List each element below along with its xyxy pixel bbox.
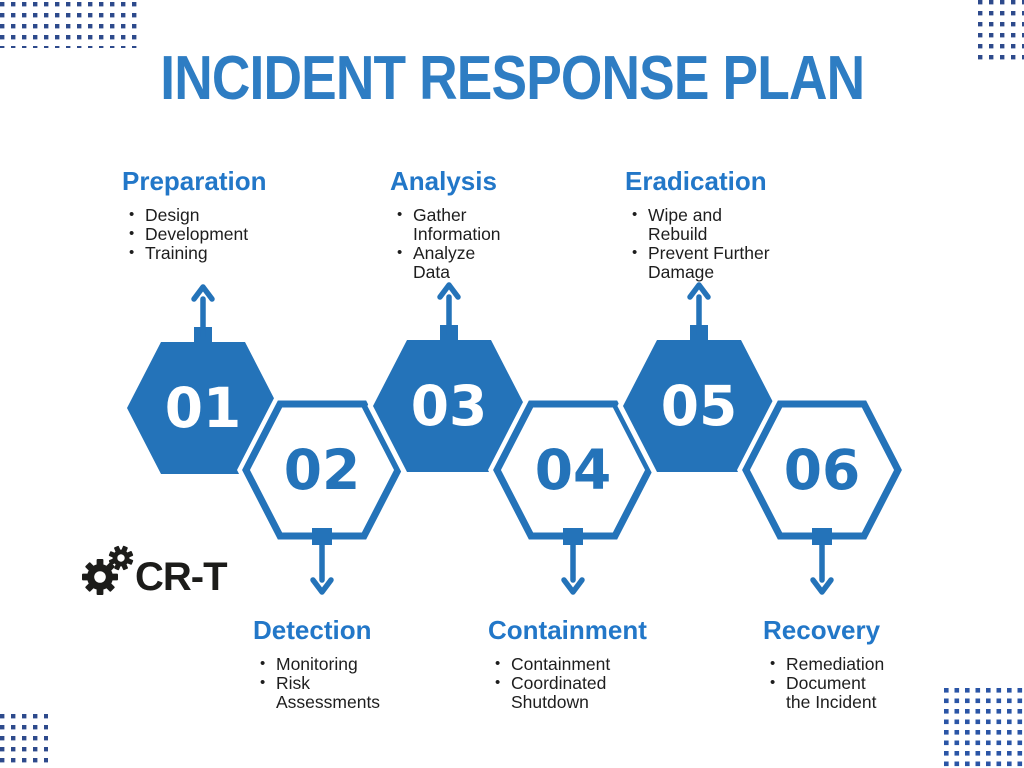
step-number-02: 02 [284, 438, 361, 502]
step-panel-containment: Containment Containment Coordinated Shut… [488, 615, 647, 712]
step-panel-eradication: Eradication Wipe and Rebuild Prevent Fur… [625, 166, 777, 282]
step-items-preparation: Design Development Training [122, 205, 292, 263]
step-heading-recovery: Recovery [763, 615, 881, 645]
up-arrow-icon [437, 282, 461, 341]
step-panel-analysis: Analysis Gather Information Analyze Data [390, 166, 512, 282]
step-heading-preparation: Preparation [122, 166, 267, 196]
step-panel-detection: Detection Monitoring Risk Assessments [253, 615, 380, 712]
list-item: Training [129, 243, 292, 263]
step-items-detection: Monitoring Risk Assessments [253, 654, 380, 712]
step-number-05: 05 [661, 374, 738, 438]
step-number-06: 06 [784, 438, 861, 502]
step-items-recovery: Remediation Document the Incident [763, 654, 891, 712]
list-item: Gather Information [397, 205, 512, 244]
dot-grid-bottom-right [944, 688, 1024, 768]
dot-grid-top-right [978, 0, 1024, 60]
crt-logo: CR-T [82, 545, 228, 599]
down-arrow-icon [561, 528, 585, 595]
gear-icon [108, 545, 134, 571]
step-heading-detection: Detection [253, 615, 372, 645]
list-item: Monitoring [260, 654, 361, 674]
gear-icon [82, 559, 118, 595]
step-heading-containment: Containment [488, 615, 647, 645]
list-item: Containment [495, 654, 610, 674]
list-item: Development [129, 224, 292, 244]
step-number-04: 04 [535, 438, 612, 502]
step-heading-eradication: Eradication [625, 166, 767, 196]
step-number-01: 01 [165, 376, 242, 440]
logo-text: CR-T [135, 555, 227, 599]
step-items-eradication: Wipe and Rebuild Prevent Further Damage [625, 205, 777, 282]
hexagon-chain: 01 02 03 04 05 06 [0, 282, 1024, 595]
list-item: Wipe and Rebuild [632, 205, 777, 244]
list-item: Prevent Further Damage [632, 243, 777, 282]
list-item: Analyze Data [397, 243, 512, 282]
dot-grid-top-left [0, 2, 142, 48]
list-item: Risk Assessments [260, 673, 380, 712]
step-panel-preparation: Preparation Design Development Training [122, 166, 292, 263]
step-panel-recovery: Recovery Remediation Document the Incide… [763, 615, 891, 712]
down-arrow-icon [310, 528, 334, 595]
step-items-analysis: Gather Information Analyze Data [390, 205, 512, 282]
step-heading-analysis: Analysis [390, 166, 497, 196]
page-title: INCIDENT RESPONSE PLAN [160, 44, 865, 113]
dot-grid-bottom-left [0, 714, 48, 768]
list-item: Document the Incident [770, 673, 891, 712]
up-arrow-icon [191, 284, 215, 343]
up-arrow-icon [687, 282, 711, 341]
down-arrow-icon [810, 528, 834, 595]
step-items-containment: Containment Coordinated Shutdown [488, 654, 610, 712]
list-item: Coordinated Shutdown [495, 673, 606, 712]
step-number-03: 03 [411, 374, 488, 438]
list-item: Design [129, 205, 292, 225]
list-item: Remediation [770, 654, 891, 674]
